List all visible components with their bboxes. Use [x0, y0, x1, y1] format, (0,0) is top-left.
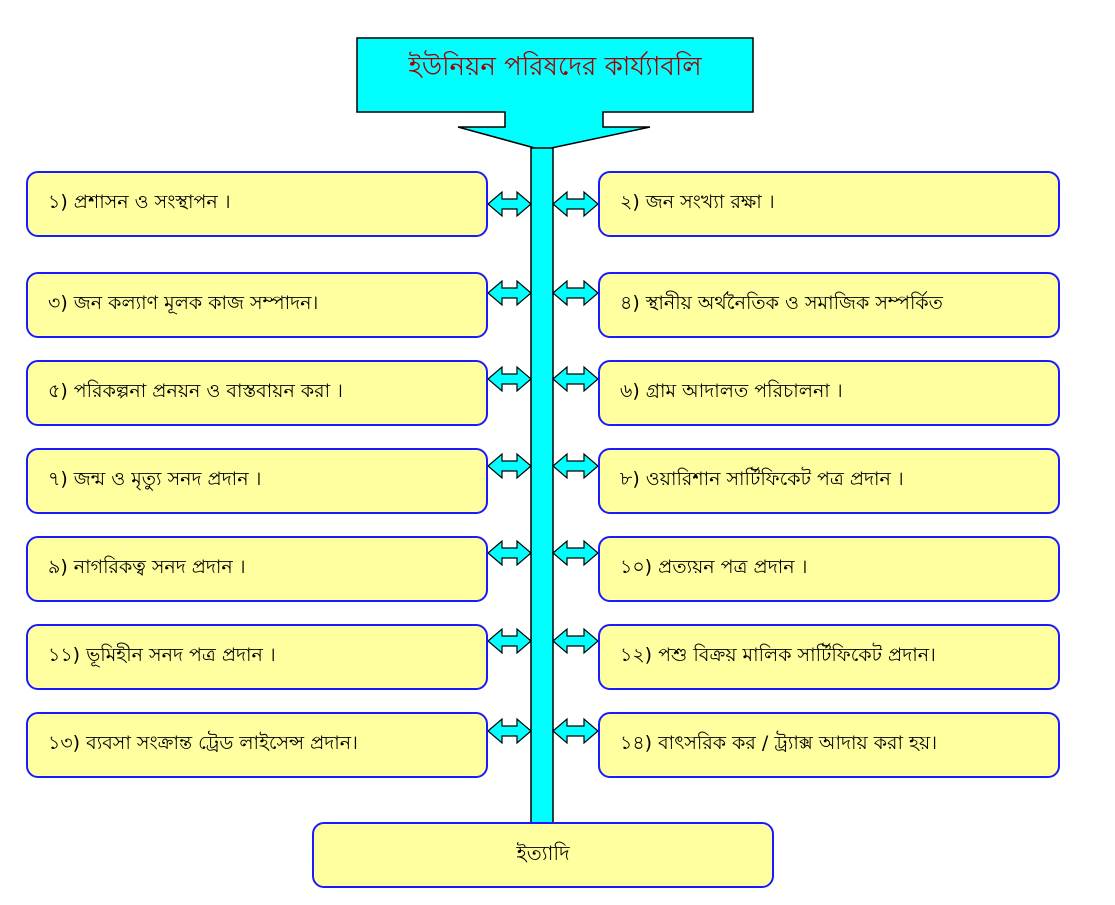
function-box-1: ১) প্রশাসন ও সংস্থাপন । [26, 171, 488, 237]
function-box-3: ৩) জন কল্যাণ মূলক কাজ সম্পাদন। [26, 272, 488, 338]
function-box-5: ৫) পরিকল্পনা প্রনয়ন ও বাস্তবায়ন করা । [26, 360, 488, 426]
title-callout-shape [356, 37, 754, 151]
function-box-8: ৮) ওয়ারিশান সার্টিফিকেট পত্র প্রদান । [598, 448, 1060, 514]
connector-arrow-left-4 [487, 452, 532, 480]
function-box-11: ১১) ভূমিহীন সনদ পত্র প্রদান । [26, 624, 488, 690]
footer-box: ইত্যাদি [312, 822, 774, 888]
connector-arrow-right-4 [552, 452, 599, 480]
connector-arrow-left-7 [487, 717, 532, 745]
function-box-4: ৪) স্থানীয় অর্থনৈতিক ও সমাজিক সম্পর্কিত [598, 272, 1060, 338]
connector-arrow-left-3 [487, 365, 532, 393]
connector-arrow-left-5 [487, 539, 532, 567]
function-box-13: ১৩) ব্যবসা সংক্রান্ত ট্রেড লাইসেন্স প্রদ… [26, 712, 488, 778]
connector-arrow-right-2 [552, 279, 599, 307]
central-spine [530, 147, 554, 825]
function-box-6: ৬) গ্রাম আদালত পরিচালনা । [598, 360, 1060, 426]
connector-group [487, 190, 599, 745]
connector-arrow-left-6 [487, 627, 532, 655]
function-box-14: ১৪) বাৎসরিক কর / ট্র্যাক্স আদায় করা হয়… [598, 712, 1060, 778]
connector-arrow-right-6 [552, 627, 599, 655]
connector-arrow-right-3 [552, 365, 599, 393]
function-box-7: ৭) জন্ম ও মৃত্যু সনদ প্রদান । [26, 448, 488, 514]
connector-arrow-right-1 [552, 190, 599, 218]
function-box-12: ১২) পশু বিক্রয় মালিক সার্টিফিকেট প্রদান… [598, 624, 1060, 690]
function-box-10: ১০) প্রত্যয়ন পত্র প্রদান । [598, 536, 1060, 602]
connector-arrow-right-7 [552, 717, 599, 745]
function-box-9: ৯) নাগরিকত্ব সনদ প্রদান । [26, 536, 488, 602]
connector-arrow-left-2 [487, 279, 532, 307]
function-box-2: ২) জন সংখ্যা রক্ষা । [598, 171, 1060, 237]
connector-arrow-right-5 [552, 539, 599, 567]
connector-arrow-left-1 [487, 190, 532, 218]
diagram-title: ইউনিয়ন পরিষদের কার্য্যাবলি [408, 52, 702, 82]
